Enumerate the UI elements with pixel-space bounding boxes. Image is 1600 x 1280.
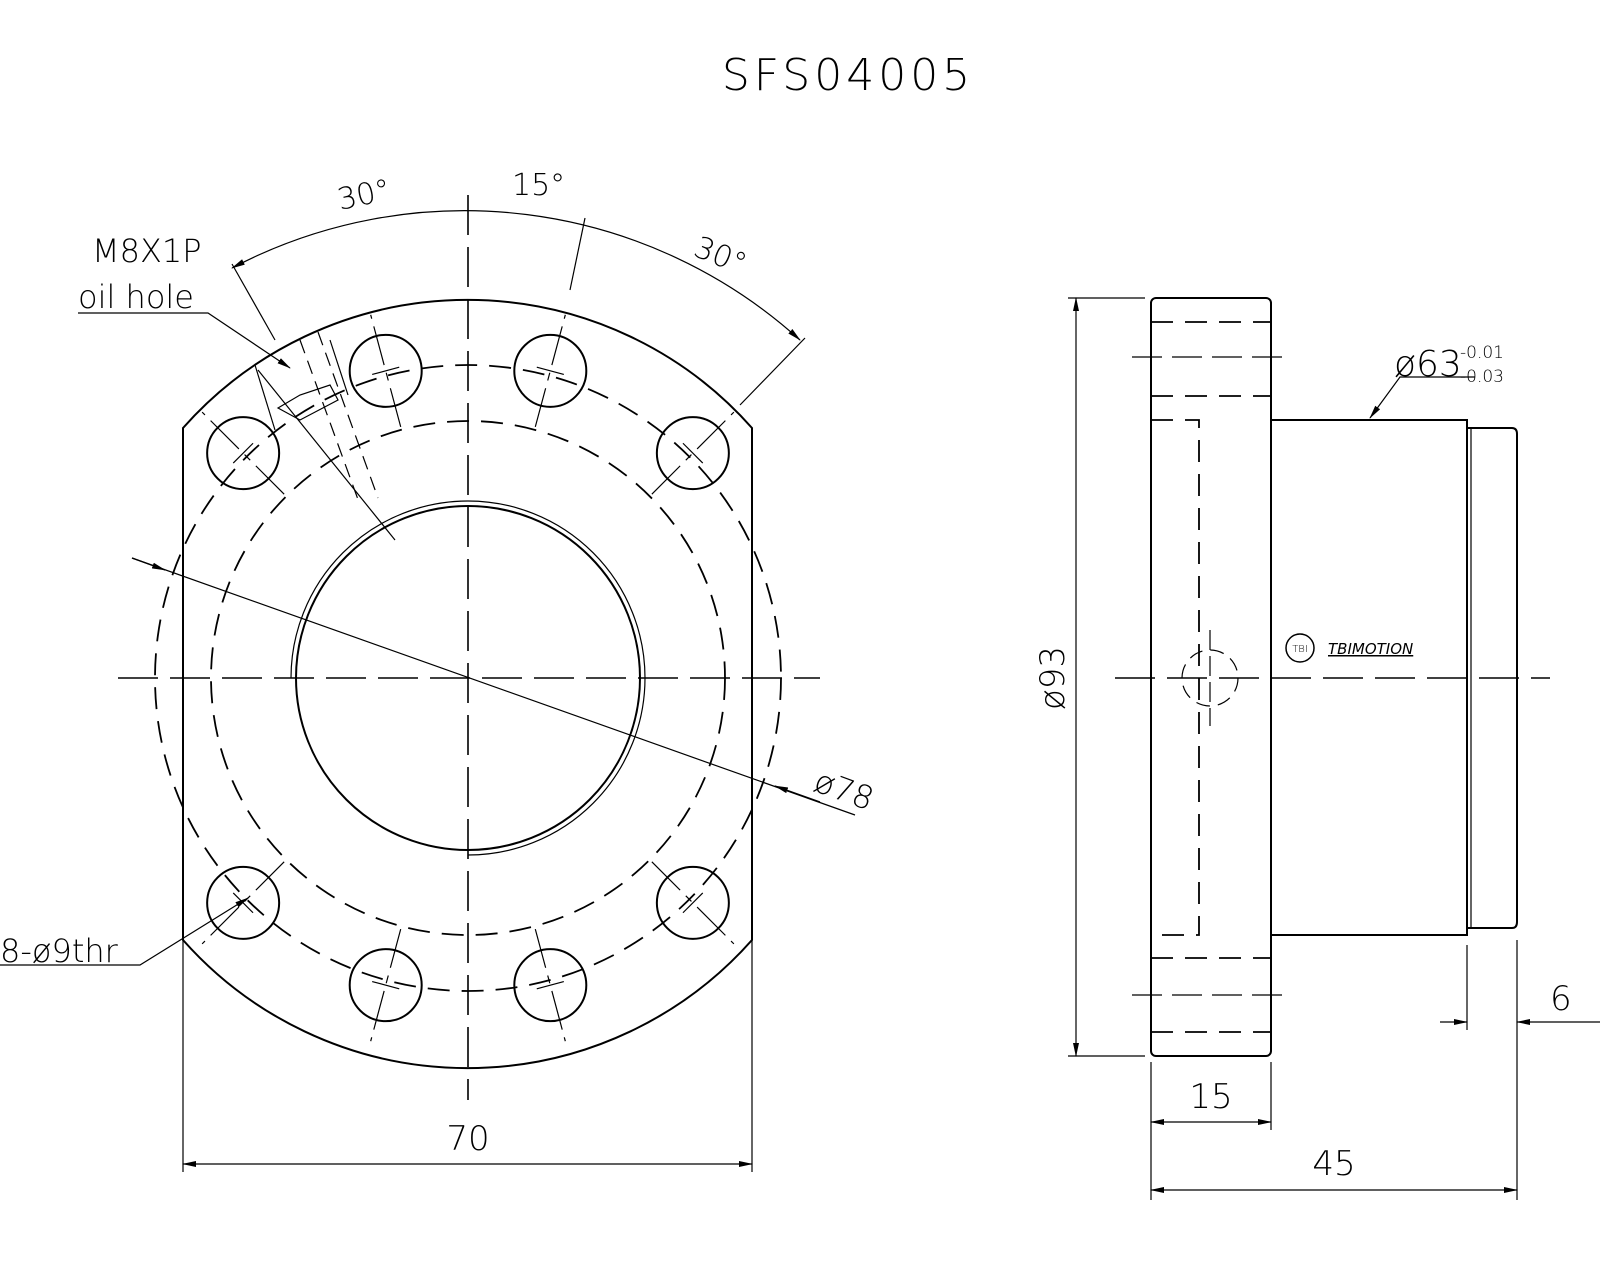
oil-hole bbox=[254, 331, 396, 541]
bolt-holes-label: 8-ø9thr bbox=[0, 932, 119, 970]
bolt-hole-axis bbox=[651, 861, 735, 945]
bolt-hole-cross bbox=[232, 442, 254, 464]
bolt-hole-axis bbox=[651, 411, 735, 495]
oil-hole-leader bbox=[78, 312, 291, 369]
angle-right-label: 30° bbox=[689, 230, 751, 282]
oil-hole-thread-label: M8X1P bbox=[92, 232, 202, 270]
bolt-hole-axis bbox=[201, 861, 285, 945]
tol-upper: -0.01 bbox=[1460, 343, 1504, 363]
logo-text: TBIMOTION bbox=[1328, 640, 1413, 658]
bolt-hole bbox=[206, 416, 281, 491]
body-dia-leader bbox=[1369, 376, 1475, 419]
flange-side bbox=[1150, 297, 1272, 1057]
angle-mid-label: 15° bbox=[512, 168, 565, 203]
bolt-hole bbox=[655, 865, 730, 940]
bolt-hole-axis bbox=[534, 928, 566, 1042]
angle-extension-line bbox=[739, 337, 806, 406]
hidden-lines bbox=[1151, 321, 1271, 1033]
angle-extension-line bbox=[569, 217, 586, 291]
width-label: 70 bbox=[446, 1119, 489, 1159]
bolt-hole-axis bbox=[201, 411, 285, 495]
flange-thickness-label: 15 bbox=[1189, 1077, 1232, 1117]
pcd-label: ø78 bbox=[809, 762, 879, 818]
total-length-label: 45 bbox=[1312, 1144, 1355, 1184]
bolt-hole-cross bbox=[372, 980, 400, 990]
logo-mark: TBI bbox=[1292, 644, 1308, 655]
bolt-hole-cross bbox=[682, 892, 704, 914]
front-view: 30° 15° 30° M8X1P oil hole ø78 8-ø9thr 7… bbox=[0, 168, 879, 1172]
side-view: TBI TBIMOTION ø93 ø63 -0.01 -0.03 15 45 … bbox=[1033, 297, 1600, 1200]
oil-hole-label: oil hole bbox=[78, 278, 194, 316]
bolt-hole-cross bbox=[536, 980, 564, 990]
tbimotion-logo: TBI TBIMOTION bbox=[1285, 633, 1413, 663]
oil-hole-side bbox=[1181, 649, 1239, 707]
bolt-hole-axis bbox=[370, 928, 402, 1042]
bolt-hole bbox=[513, 948, 588, 1023]
logo-mark-circle bbox=[1285, 633, 1315, 663]
angle-left-label: 30° bbox=[334, 173, 393, 218]
bolt-hole-cross bbox=[372, 366, 400, 376]
angle-extension-line bbox=[231, 263, 276, 341]
bolt-hole-cross bbox=[536, 366, 564, 376]
bolt-holes-leader bbox=[0, 897, 249, 966]
body-dia-label: ø63 bbox=[1394, 344, 1462, 385]
bolt-hole-cross bbox=[682, 442, 704, 464]
angle-arc bbox=[231, 210, 801, 341]
bolt-hole bbox=[206, 865, 281, 940]
drawing-title: SFS04005 bbox=[722, 50, 974, 101]
bolt-hole bbox=[655, 416, 730, 491]
step-length-label: 6 bbox=[1550, 979, 1572, 1019]
bolt-hole bbox=[348, 948, 423, 1023]
flange-dia-label: ø93 bbox=[1033, 646, 1073, 710]
pcd-dim-line bbox=[131, 557, 856, 816]
bore-chamfer bbox=[290, 500, 646, 856]
pcd-arrow bbox=[774, 785, 821, 803]
tol-lower: -0.03 bbox=[1460, 367, 1504, 387]
pcd-arrow bbox=[131, 557, 166, 571]
